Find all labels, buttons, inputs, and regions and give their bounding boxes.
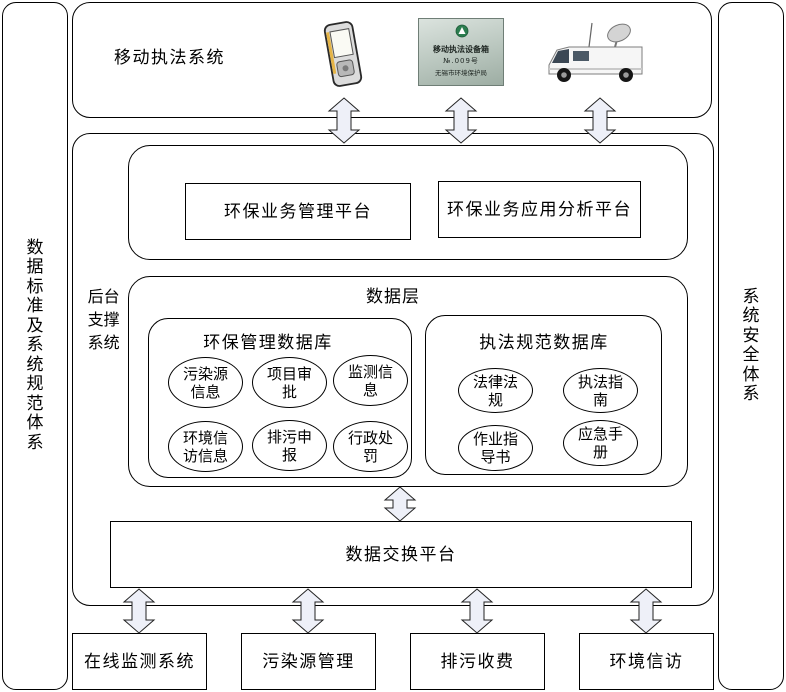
administrative-penalty-label: 行政处罚 (347, 428, 393, 465)
discharge-declaration-label: 排污申报 (266, 427, 312, 464)
environmental-management-database: 环保管理数据库 污染源信息 项目审批 监测信息 环境信访信息 排污申报 行政处罚 (148, 318, 412, 478)
security-system-panel: 系统安全体系 (718, 2, 784, 690)
application-platforms-group: 环保业务管理平台 环保业务应用分析平台 (128, 145, 688, 260)
monitoring-info-node: 监测信息 (333, 355, 408, 406)
van-body (548, 46, 643, 75)
plate-title: 移动执法设备箱 (433, 45, 489, 54)
data-exchange-platform-label: 数据交换平台 (345, 544, 457, 565)
business-analysis-platform: 环保业务应用分析平台 (438, 181, 641, 238)
administrative-penalty-node: 行政处罚 (333, 421, 408, 472)
business-analysis-platform-label: 环保业务应用分析平台 (447, 199, 632, 220)
plate-issuer: 无锡市环境保护局 (435, 69, 487, 77)
emergency-manual-label: 应急手册 (577, 425, 623, 461)
work-instructions-label: 作业指导书 (472, 430, 518, 466)
pollution-source-info-label: 污染源信息 (182, 364, 228, 401)
van-antenna-mast (588, 22, 593, 48)
petition-info-label: 环境信访信息 (182, 428, 228, 465)
pollution-source-info-node: 污染源信息 (168, 357, 243, 408)
backend-support-label: 后台支撑系统 (87, 287, 120, 352)
emergency-manual-node: 应急手册 (563, 420, 638, 466)
business-management-platform: 环保业务管理平台 (185, 183, 411, 240)
subsystem-online-monitoring-label: 在线监测系统 (84, 651, 195, 672)
van-front-hub (561, 72, 567, 78)
subsystem-pollution-source-label: 污染源管理 (262, 651, 355, 672)
subsystem-discharge-fee-label: 排污收费 (440, 651, 515, 672)
pda-screen (329, 28, 354, 59)
environmental-protection-emblem-icon (455, 24, 469, 38)
petition-info-node: 环境信访信息 (168, 421, 243, 472)
enforcement-guide-label: 执法指南 (577, 372, 623, 409)
satellite-dish (607, 23, 631, 43)
mobile-enforcement-title: 移动执法系统 (114, 48, 225, 68)
laws-regulations-node: 法律法规 (458, 368, 533, 413)
pda-nav-button (342, 65, 349, 72)
subsystem-pollution-source: 污染源管理 (241, 633, 376, 690)
data-standards-panel: 数据标准及系统规范体系 (2, 2, 68, 690)
work-instructions-node: 作业指导书 (458, 425, 533, 471)
subsystem-environmental-petition-label: 环境信访 (609, 651, 684, 672)
pda-illustration (323, 21, 363, 87)
laws-regulations-label: 法律法规 (472, 372, 518, 409)
project-approval-node: 项目审批 (252, 357, 327, 408)
plate-number: №.009号 (443, 57, 479, 65)
monitoring-info-label: 监测信息 (347, 362, 393, 399)
enforcement-regulations-database: 执法规范数据库 法律法规 执法指南 作业指导书 应急手册 (425, 315, 662, 475)
discharge-declaration-node: 排污申报 (252, 420, 327, 471)
subsystem-environmental-petition: 环境信访 (579, 633, 714, 690)
security-system-label: 系统安全体系 (742, 286, 760, 404)
data-layer-title: 数据层 (366, 287, 420, 307)
enforcement-regulations-database-title: 执法规范数据库 (479, 333, 609, 353)
enforcement-guide-node: 执法指南 (563, 368, 638, 413)
pda-device-image (323, 21, 363, 87)
subsystem-discharge-fee: 排污收费 (410, 633, 545, 690)
van-windshield (552, 49, 569, 63)
van-side-window (573, 51, 589, 61)
equipment-plate-image: 移动执法设备箱 №.009号 无锡市环境保护局 (418, 18, 504, 86)
van-rear-hub (623, 72, 629, 78)
project-approval-label: 项目审批 (266, 364, 312, 401)
pda-side-grip (326, 32, 337, 74)
business-management-platform-label: 环保业务管理平台 (224, 201, 372, 222)
data-standards-label: 数据标准及系统规范体系 (26, 237, 44, 453)
mobile-enforcement-panel: 移动执法系统 移动执法设备箱 №.009号 无锡市环境保护局 (72, 2, 712, 118)
mobile-monitoring-van-image (548, 22, 643, 82)
subsystem-online-monitoring: 在线监测系统 (72, 633, 207, 690)
data-exchange-platform: 数据交换平台 (110, 521, 692, 588)
environmental-management-database-title: 环保管理数据库 (203, 333, 333, 353)
emblem-mark (458, 27, 466, 34)
backend-support-panel: 后台支撑系统 环保业务管理平台 环保业务应用分析平台 数据层 环保管理数据库 污… (72, 133, 714, 606)
data-layer: 数据层 环保管理数据库 污染源信息 项目审批 监测信息 环境信访信息 排污申报 (128, 276, 688, 487)
van-stripe (549, 68, 642, 70)
